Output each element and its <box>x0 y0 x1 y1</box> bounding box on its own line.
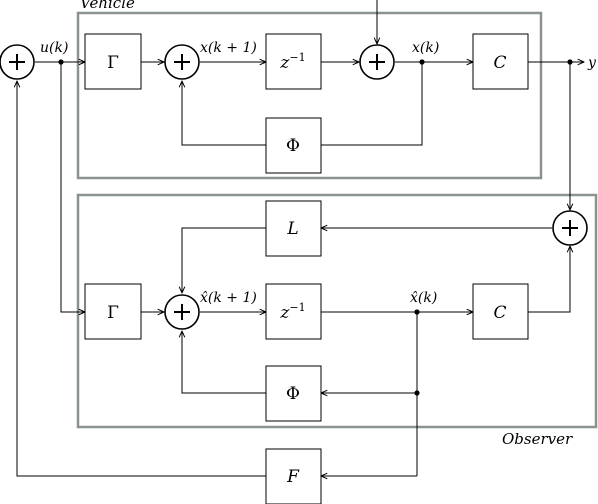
observer-sum <box>164 294 200 330</box>
vehicle-frame <box>76 11 543 180</box>
vehicle-sum <box>164 44 200 80</box>
wire-o-phi-sum <box>182 331 266 394</box>
observer-frame <box>76 193 598 429</box>
vehicle-delay-block: z−1 <box>265 33 322 90</box>
junctions <box>58 59 573 396</box>
signal-x: x(k) <box>412 40 439 56</box>
observer-error-sum <box>552 210 588 246</box>
wire-u-to-observer <box>60 62 85 312</box>
vehicle-phi-block: Φ <box>265 117 322 174</box>
svg-text:Γ: Γ <box>107 53 119 73</box>
vehicle-c-block: C <box>472 33 529 90</box>
disturbance-sum <box>359 44 395 80</box>
junction-x <box>419 59 425 65</box>
junction-u <box>58 59 64 65</box>
junction-y <box>567 59 573 65</box>
svg-text:z−1: z−1 <box>279 51 305 73</box>
svg-text:C: C <box>493 53 506 73</box>
signal-xhat-next: x̂(k + 1) <box>200 290 257 306</box>
observer-l-block: L <box>265 200 322 257</box>
svg-text:C: C <box>493 303 506 323</box>
svg-text:Φ: Φ <box>286 136 300 156</box>
observer-c-block: C <box>472 283 529 340</box>
observer-title: Observer <box>502 430 573 448</box>
svg-text:Γ: Γ <box>107 303 119 323</box>
wire-f-sum <box>17 81 266 477</box>
junction-xhat <box>414 309 420 315</box>
junction-xhat-phi <box>414 390 420 396</box>
svg-text:z−1: z−1 <box>279 301 305 323</box>
observer-phi-block: Φ <box>265 365 322 422</box>
wire-v-x-phi <box>321 62 423 146</box>
svg-text:F: F <box>286 467 300 487</box>
vehicle-gamma-block: Γ <box>84 33 142 90</box>
wire-o-l-sum <box>182 227 266 293</box>
svg-text:L: L <box>286 219 298 239</box>
svg-text:Φ: Φ <box>286 384 300 404</box>
feedback-f-block: F <box>265 448 322 504</box>
signal-u: u(k) <box>40 40 68 56</box>
signal-xhat: x̂(k) <box>410 290 437 306</box>
signal-y: y <box>587 55 597 71</box>
wire-o-c-sum <box>528 246 570 313</box>
wires <box>17 0 584 476</box>
wire-v-phi-sum <box>182 81 266 146</box>
signal-x-next: x(k + 1) <box>200 40 257 56</box>
observer-gamma-block: Γ <box>84 283 142 340</box>
feedback-sum <box>0 44 35 80</box>
observer-delay-block: z−1 <box>265 283 322 340</box>
vehicle-title: Vehicle <box>80 0 135 12</box>
